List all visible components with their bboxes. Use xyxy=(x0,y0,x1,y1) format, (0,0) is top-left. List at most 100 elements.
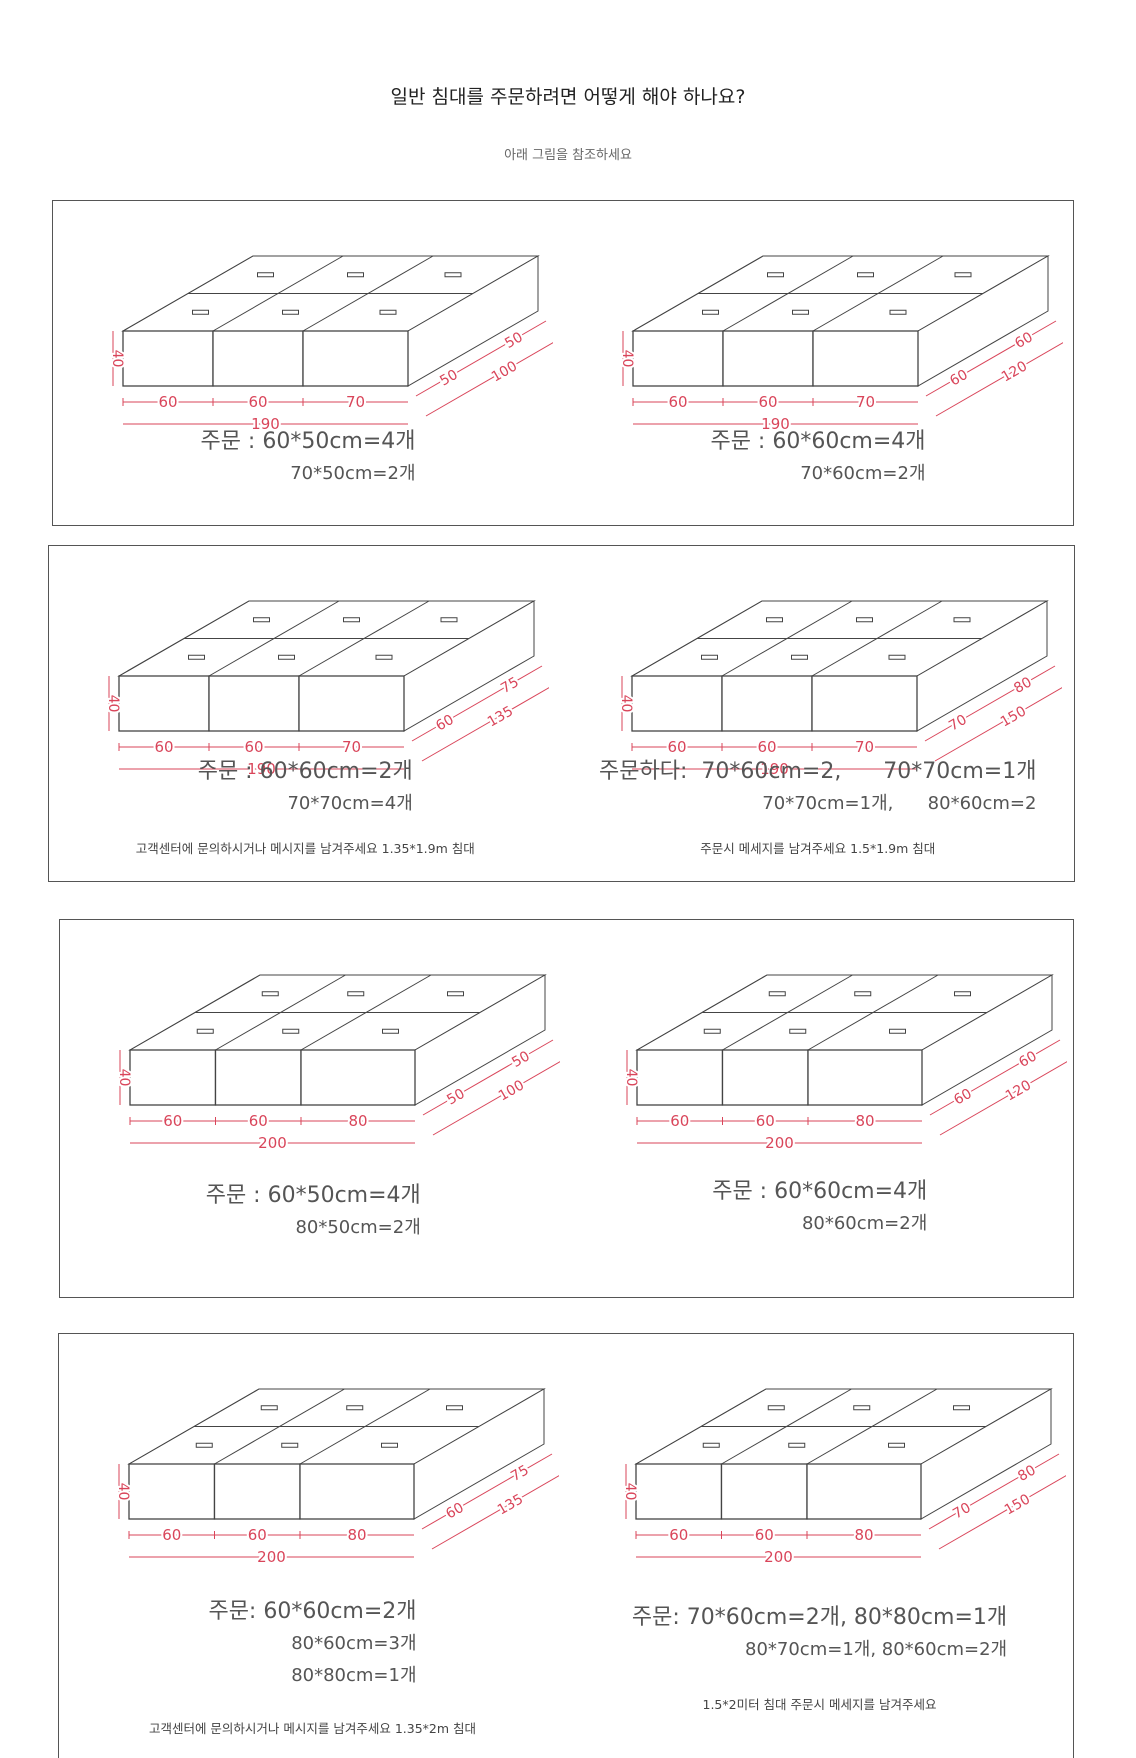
handle-icon xyxy=(790,654,808,660)
module-divider xyxy=(208,600,340,677)
order-note: 1.5*2미터 침대 주문시 메세지를 남겨주세요 xyxy=(702,1697,937,1712)
width-label: 60 xyxy=(669,1526,688,1544)
width-label: 80 xyxy=(347,1526,366,1544)
depth-label: 50 xyxy=(444,1086,467,1109)
bed-module xyxy=(128,1463,216,1520)
dimension-line xyxy=(938,1475,1066,1550)
dimension-line xyxy=(411,665,543,742)
order-note: 고객센터에 문의하시거나 메시지를 남겨주세요 1.35*1.9m 침대 xyxy=(135,841,475,856)
order-line: 주문 : 60*50cm=4개 xyxy=(205,1183,421,1208)
handle-icon xyxy=(281,1442,299,1448)
width-label: 60 xyxy=(163,1112,182,1130)
width-label: 60 xyxy=(154,738,173,756)
order-info: 주문 : 60*60cm=4개 70*60cm=2개 xyxy=(563,426,1073,490)
handle-icon xyxy=(196,1028,214,1034)
bed-module xyxy=(298,675,405,732)
order-line: 80*60cm=2개 xyxy=(801,1213,928,1234)
bed-module xyxy=(300,1049,416,1106)
dimension-line xyxy=(929,1039,1060,1116)
total-width-label: 190 xyxy=(247,760,276,778)
handle-icon xyxy=(282,1028,300,1034)
handle-icon xyxy=(444,272,462,278)
bed-module xyxy=(721,1049,809,1106)
module-divider xyxy=(632,255,764,332)
bed-module xyxy=(118,675,210,732)
order-line: 주문 : 60*60cm=4개 xyxy=(712,1179,928,1204)
total-width-label: 200 xyxy=(257,1548,286,1566)
handle-icon xyxy=(257,272,274,278)
handle-icon xyxy=(765,617,783,623)
bed-module xyxy=(632,330,724,387)
module-divider xyxy=(118,600,250,677)
order-line: 80*80cm=1개 xyxy=(291,1665,417,1686)
depth-label: 120 xyxy=(999,358,1030,385)
order-line: 80*50cm=2개 xyxy=(295,1217,421,1238)
depth-label: 75 xyxy=(508,1462,531,1485)
width-label: 60 xyxy=(248,1526,267,1544)
module-divider xyxy=(807,974,938,1051)
module-divider xyxy=(721,600,852,677)
handle-icon xyxy=(347,272,364,278)
order-line: 70*70cm=4개 xyxy=(287,793,413,814)
module-divider xyxy=(129,974,261,1051)
width-label: 60 xyxy=(158,393,177,411)
total-width-label: 200 xyxy=(765,1134,794,1152)
module-divider xyxy=(811,600,942,677)
total-width-label: 190 xyxy=(251,415,280,433)
handle-icon xyxy=(282,309,299,315)
height-label: 40 xyxy=(109,350,125,368)
handle-icon xyxy=(888,1028,906,1034)
order-line: 주문: 60*60cm=2개 xyxy=(208,1599,417,1624)
module-divider xyxy=(212,255,344,332)
handle-icon xyxy=(788,1028,806,1034)
order-note: 고객센터에 문의하시거나 메시지를 남겨주세요 1.35*2m 침대 xyxy=(148,1721,477,1736)
bed-module xyxy=(302,330,409,387)
handle-icon xyxy=(192,309,209,315)
depth-label: 150 xyxy=(997,703,1028,730)
handle-icon xyxy=(889,309,907,315)
depth-label: 80 xyxy=(1015,1462,1038,1485)
handle-icon xyxy=(253,617,270,623)
order-info: 주문 : 60*60cm=4개 80*60cm=2개 xyxy=(567,1176,1074,1240)
module-divider xyxy=(636,974,767,1051)
depth-label: 80 xyxy=(1011,674,1034,697)
handle-icon xyxy=(768,991,786,997)
depth-label: 70 xyxy=(950,1500,973,1523)
bed-module xyxy=(214,1049,302,1106)
depth-label: 150 xyxy=(1002,1491,1033,1518)
handle-icon xyxy=(702,309,719,315)
handle-icon xyxy=(347,991,365,997)
width-label: 60 xyxy=(162,1526,181,1544)
handle-icon xyxy=(857,272,874,278)
module-divider xyxy=(631,600,762,677)
height-label: 40 xyxy=(618,695,634,713)
dimension-line xyxy=(939,1061,1067,1136)
handle-icon xyxy=(953,1405,970,1411)
bed-module xyxy=(630,675,723,732)
handle-icon xyxy=(788,1442,806,1448)
module-divider xyxy=(300,974,432,1051)
bed-module xyxy=(720,675,813,732)
dimension-line xyxy=(934,687,1062,762)
dimension-line xyxy=(415,320,547,397)
dimension-line xyxy=(421,687,549,762)
order-line: 주문 : 60*60cm=4개 xyxy=(710,429,926,454)
total-width-label: 200 xyxy=(258,1134,287,1152)
handle-icon xyxy=(382,1028,399,1034)
order-line: 70*60cm=2개 xyxy=(800,463,926,484)
width-label: 60 xyxy=(758,393,777,411)
handle-icon xyxy=(853,1405,871,1411)
total-width-label: 190 xyxy=(760,760,789,778)
width-label: 70 xyxy=(854,738,873,756)
